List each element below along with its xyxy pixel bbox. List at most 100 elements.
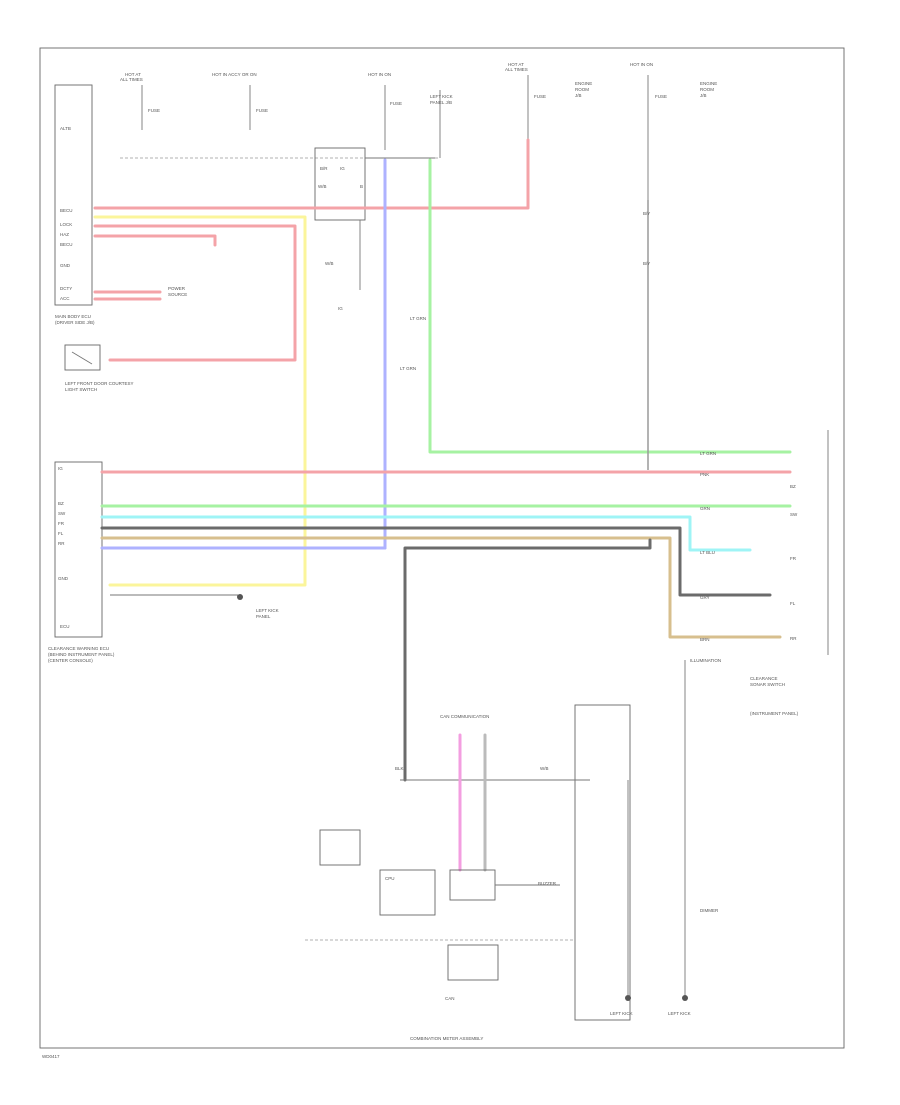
svg-text:LOCK: LOCK <box>60 222 72 227</box>
svg-text:BLK: BLK <box>395 766 404 771</box>
ground-point-meter-1 <box>625 995 631 1001</box>
svg-text:W/B: W/B <box>540 766 549 771</box>
clearance-sonar-switch: BZ SW FR FL RR CLEARANCE SONAR SWITCH (I… <box>700 430 829 716</box>
svg-text:FUSE: FUSE <box>256 108 268 113</box>
svg-text:BZ: BZ <box>58 501 64 506</box>
svg-text:ECU: ECU <box>60 624 70 629</box>
meter-cpu <box>379 869 436 916</box>
svg-text:HOT AT: HOT AT <box>125 72 141 77</box>
svg-text:PANEL J/B: PANEL J/B <box>430 100 452 105</box>
svg-text:FUSE: FUSE <box>148 108 160 113</box>
svg-text:ALL TIMES: ALL TIMES <box>120 77 143 82</box>
svg-text:B/Y: B/Y <box>643 211 650 216</box>
svg-text:GND: GND <box>60 263 71 268</box>
combination-meter: BLK W/B COMBINATION METER ASSEMBLY <box>305 704 631 1041</box>
svg-text:SONAR SWITCH: SONAR SWITCH <box>750 682 785 687</box>
svg-text:SOURCE: SOURCE <box>168 292 187 297</box>
svg-text:PANEL: PANEL <box>256 614 271 619</box>
wire-cyan <box>100 515 752 552</box>
svg-text:LT GRN: LT GRN <box>700 451 716 456</box>
svg-text:HOT AT: HOT AT <box>508 62 524 67</box>
svg-text:FR: FR <box>790 556 797 561</box>
svg-text:RR: RR <box>790 636 797 641</box>
svg-text:(DRIVER SIDE J/B): (DRIVER SIDE J/B) <box>55 320 95 325</box>
footer-code: WD0417 <box>42 1054 60 1059</box>
svg-text:B: B <box>360 184 363 189</box>
svg-text:FUSE: FUSE <box>390 101 402 106</box>
svg-text:ROOM: ROOM <box>575 87 589 92</box>
wire-red-door <box>93 224 297 362</box>
svg-text:BECU: BECU <box>60 242 73 247</box>
svg-text:B/Y: B/Y <box>643 261 650 266</box>
meter-connector <box>447 944 499 981</box>
svg-text:DIMMER: DIMMER <box>700 908 719 913</box>
svg-text:(BEHIND INSTRUMENT PANEL): (BEHIND INSTRUMENT PANEL) <box>48 652 115 657</box>
junction-connector <box>314 147 366 221</box>
svg-text:FUSE: FUSE <box>534 94 546 99</box>
svg-text:HOT IN ON: HOT IN ON <box>368 72 391 77</box>
svg-text:ENGINE: ENGINE <box>575 81 592 86</box>
svg-text:LEFT KICK: LEFT KICK <box>610 1011 633 1016</box>
svg-text:IG: IG <box>340 166 345 171</box>
diagram-frame <box>39 47 845 1049</box>
svg-text:J/B: J/B <box>700 93 707 98</box>
svg-text:HOT IN ACCY OR ON: HOT IN ACCY OR ON <box>212 72 257 77</box>
svg-text:LT GRN: LT GRN <box>400 366 416 371</box>
main-body-ecu: ALTB BECU LOCK HAZ BECU GND DCTY ACC MAI… <box>54 84 95 325</box>
combination-meter-label: COMBINATION METER ASSEMBLY <box>410 1036 483 1041</box>
svg-text:B/R: B/R <box>320 166 328 171</box>
svg-text:W/B: W/B <box>318 184 327 189</box>
svg-text:LEFT KICK: LEFT KICK <box>256 608 279 613</box>
wire-red-short <box>93 234 217 247</box>
fuse-group-top: HOT AT ALL TIMES FUSE HOT IN ACCY OR ON … <box>120 62 717 470</box>
left-front-door-switch: LEFT FRONT DOOR COURTESY LIGHT SWITCH <box>64 344 134 392</box>
svg-text:ENGINE: ENGINE <box>700 81 717 86</box>
svg-text:CPU: CPU <box>385 876 395 881</box>
clearance-warning-ecu: IG BZ SW FR FL RR GND ECU CLEARANCE WARN… <box>48 461 115 663</box>
svg-text:ILLUMINATION: ILLUMINATION <box>690 658 721 663</box>
svg-text:SW: SW <box>58 511 66 516</box>
svg-text:LT BLU: LT BLU <box>700 550 715 555</box>
svg-text:BECU: BECU <box>60 208 73 213</box>
svg-text:GND: GND <box>58 576 69 581</box>
svg-text:HAZ: HAZ <box>60 232 69 237</box>
svg-text:ROOM: ROOM <box>700 87 714 92</box>
svg-text:PNK: PNK <box>700 472 709 477</box>
svg-text:RR: RR <box>58 541 65 546</box>
svg-text:J/B: J/B <box>575 93 582 98</box>
wire-dark-down <box>403 538 652 782</box>
wire-yellow <box>93 215 307 587</box>
ecu-pin-label: ALTB <box>60 126 71 131</box>
svg-text:BZ: BZ <box>790 484 796 489</box>
svg-text:LEFT KICK: LEFT KICK <box>668 1011 691 1016</box>
wire-dark <box>100 526 772 597</box>
meter-buzzer <box>319 829 361 866</box>
clearance-ecu-label: CLEARANCE WARNING ECU <box>48 646 109 651</box>
ground-point-meter-2 <box>682 995 688 1001</box>
svg-text:IG: IG <box>58 466 63 471</box>
svg-text:BRN: BRN <box>700 637 710 642</box>
svg-text:ALL TIMES: ALL TIMES <box>505 67 528 72</box>
svg-text:BUZZER: BUZZER <box>538 881 557 886</box>
svg-text:SW: SW <box>790 512 798 517</box>
wire-red-top <box>93 138 530 210</box>
sonar-switch-label: CLEARANCE <box>750 676 778 681</box>
svg-text:FUSE: FUSE <box>655 94 667 99</box>
wire-tan <box>100 536 782 639</box>
svg-text:LT GRN: LT GRN <box>410 316 426 321</box>
svg-text:LIGHT SWITCH: LIGHT SWITCH <box>65 387 97 392</box>
svg-text:GRN: GRN <box>700 506 710 511</box>
meter-gauge <box>449 869 496 901</box>
door-switch-label: LEFT FRONT DOOR COURTESY <box>65 381 134 386</box>
svg-text:ACC: ACC <box>60 296 70 301</box>
ground-point-left <box>237 594 243 600</box>
svg-text:DCTY: DCTY <box>60 286 72 291</box>
svg-text:IG: IG <box>338 306 343 311</box>
svg-text:CAN: CAN <box>445 996 455 1001</box>
wire-green-top <box>428 158 792 454</box>
svg-text:HOT IN ON: HOT IN ON <box>630 62 653 67</box>
svg-text:FL: FL <box>58 531 64 536</box>
svg-text:LEFT KICK: LEFT KICK <box>430 94 453 99</box>
